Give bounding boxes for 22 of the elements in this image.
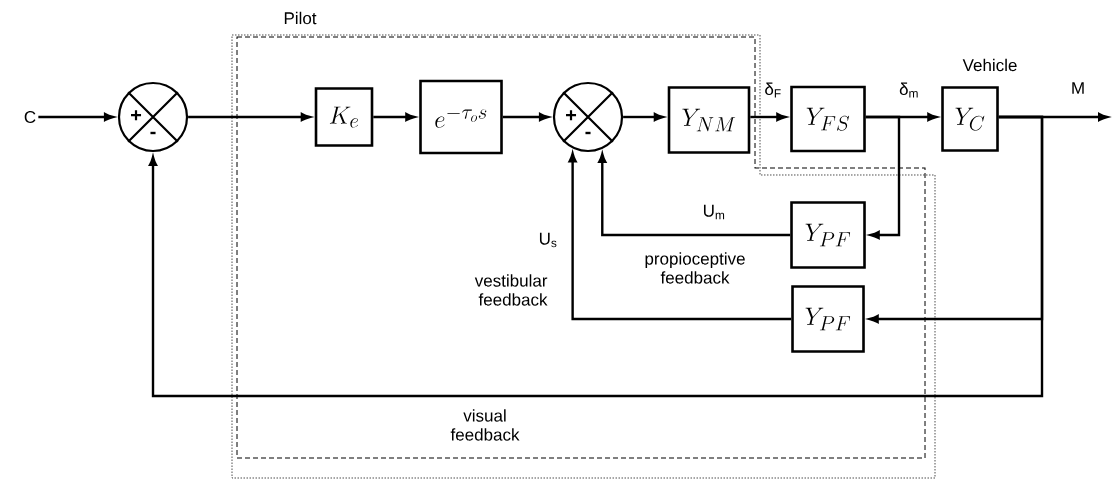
transfer-block: $Y_{PF}$ [791, 285, 865, 353]
summing-junction: + - [117, 81, 189, 153]
signal-label: C [24, 111, 36, 123]
arrow [750, 112, 787, 122]
transfer-block: $Y_{C}$ [941, 86, 999, 152]
transfer-block: $K_{e}$ [314, 87, 374, 147]
note-label: Pilot [284, 11, 317, 25]
note-label: vestibular feedback [474, 274, 548, 306]
summing-junction: + - [552, 81, 624, 153]
arrow [865, 115, 901, 240]
arrow [148, 115, 1044, 398]
edge-label: δ$_{F}$ [763, 81, 783, 99]
note-label: visual feedback [450, 409, 520, 441]
edge-label: δ$_{m}$ [898, 81, 920, 99]
transfer-block: $Y_{FS}$ [790, 85, 866, 153]
transfer-block: $e^{-\tau_{o}s}$ [419, 79, 503, 155]
block-caption: Vehicle [962, 58, 1017, 72]
transfer-block: $Y_{NM}$ [667, 86, 751, 154]
edge-label: U$_{s}$ [537, 231, 559, 249]
edge-label: M [1069, 81, 1087, 95]
arrow [373, 112, 416, 122]
transfer-block: $Y_{PF}$ [790, 201, 866, 269]
